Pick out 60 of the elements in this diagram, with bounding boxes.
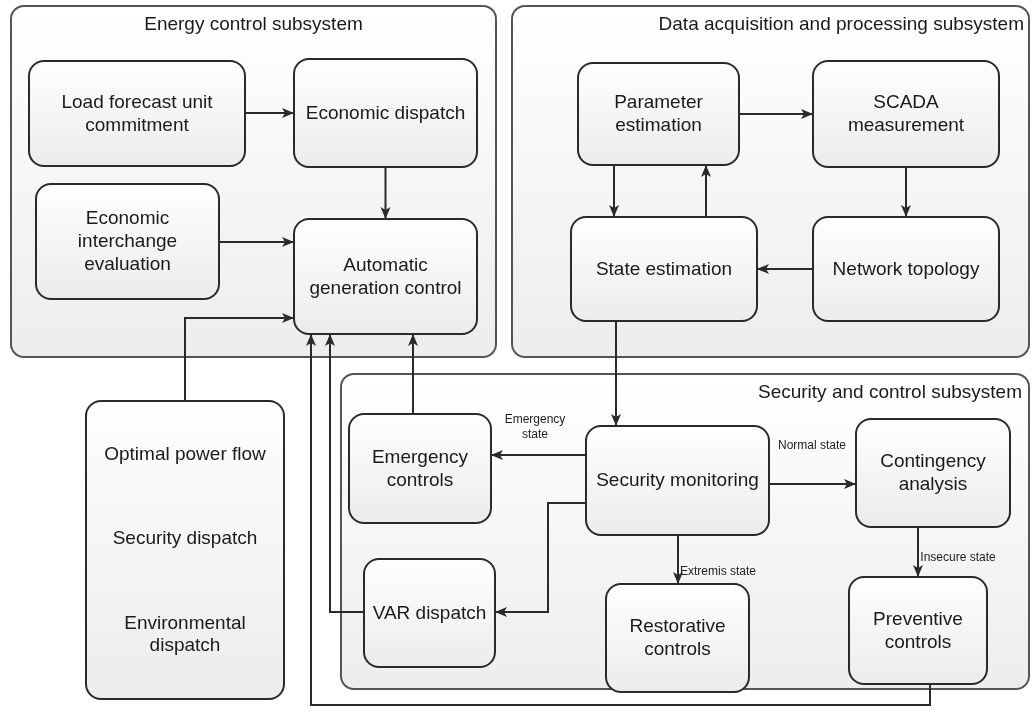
process-box [570, 216, 758, 322]
process-box [585, 425, 770, 536]
process-box [812, 60, 1000, 168]
box-label: Contingency analysis [879, 450, 987, 496]
process-box [363, 558, 496, 668]
process-box [348, 413, 492, 524]
arrow [757, 264, 813, 274]
box-label: Network topology [832, 257, 980, 281]
arrow [325, 334, 364, 613]
box-label: Restorative controls [628, 615, 727, 661]
box-label: SCADA measurement [846, 91, 966, 137]
arrow [611, 321, 621, 426]
arrow [673, 535, 683, 584]
process-box [848, 576, 988, 685]
arrow [380, 167, 391, 219]
arrow [184, 313, 294, 401]
process-box [293, 218, 478, 335]
arrow [306, 334, 931, 706]
edge-label: Extremis state [679, 564, 757, 579]
arrow [769, 479, 856, 489]
arrow [491, 450, 586, 460]
process-box [605, 583, 750, 693]
edge-label: Normal state [777, 438, 847, 453]
arrow [408, 334, 418, 414]
arrow [495, 502, 586, 617]
box-label: Emergency controls [370, 445, 470, 492]
process-box [28, 60, 246, 167]
box-label: Preventive controls [872, 607, 964, 654]
arrow [245, 108, 294, 118]
panel-title: Data acquisition and processing subsystem [657, 13, 1024, 36]
box-label: Parameter estimation [613, 91, 704, 137]
arrow [219, 237, 294, 247]
arrow [913, 527, 923, 577]
process-box [855, 418, 1011, 528]
arrow [701, 165, 711, 217]
subsystem-panel [511, 5, 1030, 358]
arrow [609, 165, 619, 217]
box-label: Environmental dispatch [123, 611, 247, 658]
arrow [739, 109, 813, 119]
box-label: Security monitoring [596, 469, 759, 492]
process-box [85, 400, 285, 700]
arrow [901, 167, 911, 217]
subsystem-panel [340, 373, 1030, 690]
box-label: Optimal power flow [104, 442, 266, 466]
box-label: Economic interchange evaluation [76, 207, 179, 276]
process-box [35, 183, 220, 300]
process-box [577, 62, 740, 166]
edge-label: Emergency state [503, 412, 567, 442]
panel-title: Energy control subsystem [143, 13, 364, 36]
subsystem-panel [10, 5, 497, 358]
box-label: VAR dispatch [372, 601, 487, 625]
edge-label: Insecure state [919, 550, 997, 565]
box-label: Security dispatch [112, 527, 258, 550]
box-label: Automatic generation control [308, 253, 463, 300]
box-label: Economic dispatch [305, 101, 466, 125]
box-label: State estimation [595, 257, 733, 281]
process-box [812, 216, 1000, 322]
box-label: Load forecast unit commitment [60, 90, 214, 137]
panel-title: Security and control subsystem [757, 381, 1022, 404]
process-box [293, 58, 478, 168]
